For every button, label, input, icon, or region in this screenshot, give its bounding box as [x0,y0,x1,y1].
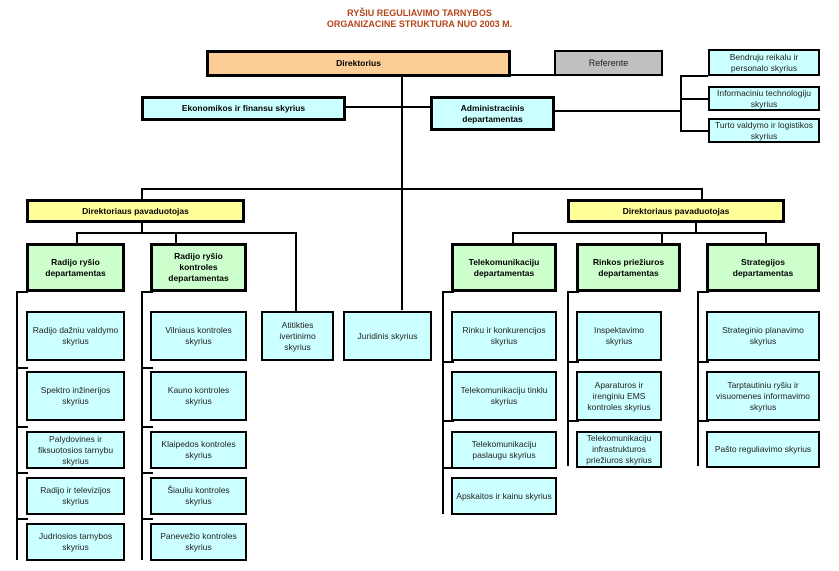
chart-title-line1: RYŠIU REGULIAVIMO TARNYBOS [347,8,492,18]
connector [76,232,297,234]
unit-box[interactable]: Radijo ir televizijos skyrius [26,477,125,515]
connector [567,291,579,293]
unit-box[interactable]: Aparaturos ir irenginiu EMS kontroles sk… [576,371,662,421]
connector [442,420,454,422]
unit-box[interactable]: Palydovines ir fiksuotosios tarnybu skyr… [26,431,125,469]
connector [697,420,709,422]
connector [442,467,454,469]
connector [141,291,153,293]
connector [442,291,454,293]
left-deputy-box[interactable]: Direktoriaus pavaduotojas [26,199,245,223]
connector [141,426,153,428]
connector [567,361,579,363]
admin-unit-box[interactable]: Turto valdymo ir logistikos skyrius [708,118,820,143]
connector [16,472,28,474]
connector [765,232,767,244]
unit-box[interactable]: Apskaitos ir kainu skyrius [451,477,557,515]
chart-title-line2: ORGANIZACINE STRUKTURA NUO 2003 M. [326,19,513,29]
department-box[interactable]: Strategijos departamentas [706,243,820,292]
connector [695,222,697,234]
connector [141,188,703,190]
unit-box[interactable]: Atitikties ivertinimo skyrius [261,311,334,361]
connector [510,74,555,76]
unit-box[interactable]: Klaipedos kontroles skyrius [150,431,247,469]
connector [567,291,569,466]
connector [442,291,444,514]
connector [141,188,143,200]
connector [697,291,709,293]
connector [697,291,699,466]
connector [697,361,709,363]
connector [701,188,703,200]
connector [567,420,579,422]
unit-box[interactable]: Rinku ir konkurencijos skyrius [451,311,557,361]
connector [141,291,143,560]
right-deputy-box[interactable]: Direktoriaus pavaduotojas [567,199,785,223]
admin-unit-box[interactable]: Informaciniu technologiju skyrius [708,86,820,111]
unit-box[interactable]: Spektro inžinerijos skyrius [26,371,125,421]
referent-box[interactable]: Referente [554,50,663,76]
connector [680,98,708,100]
connector [680,75,708,77]
connector [16,518,28,520]
connector [16,426,28,428]
department-box[interactable]: Rinkos priežiuros departamentas [576,243,681,292]
connector [141,367,153,369]
connector [680,130,708,132]
director-box[interactable]: Direktorius [206,50,511,77]
department-box[interactable]: Radijo ryšio kontroles departamentas [150,243,247,292]
connector [554,110,682,112]
department-box[interactable]: Telekomunikaciju departamentas [451,243,557,292]
unit-box[interactable]: Šiauliu kontroles skyrius [150,477,247,515]
connector [512,232,767,234]
economics-finance-box[interactable]: Ekonomikos ir finansu skyrius [141,96,346,121]
connector [442,361,454,363]
unit-box[interactable]: Judriosios tarnybos skyrius [26,523,125,561]
connector [141,518,153,520]
connector [141,472,153,474]
unit-box[interactable]: Telekomunikaciju paslaugu skyrius [451,431,557,469]
connector [16,291,18,560]
connector [344,106,432,108]
connector [680,75,682,131]
unit-box[interactable]: Telekomunikaciju tinklu skyrius [451,371,557,421]
unit-box[interactable]: Juridinis skyrius [343,311,432,361]
admin-unit-box[interactable]: Bendruju reikalu ir personalo skyrius [708,49,820,76]
unit-box[interactable]: Strateginio planavimo skyrius [706,311,820,361]
unit-box[interactable]: Kauno kontroles skyrius [150,371,247,421]
connector [76,232,78,244]
unit-box[interactable]: Radijo dažniu valdymo skyrius [26,311,125,361]
connector [16,367,28,369]
unit-box[interactable]: Pašto reguliavimo skyrius [706,431,820,468]
connector [16,291,28,293]
unit-box[interactable]: Vilniaus kontroles skyrius [150,311,247,361]
connector [661,232,663,244]
unit-box[interactable]: Tarptautiniu ryšiu ir visuomenes informa… [706,371,820,421]
connector [295,232,297,312]
unit-box[interactable]: Telekomunikaciju infrastrukturos priežiu… [576,431,662,468]
connector [512,232,514,244]
admin-department-box[interactable]: Administracinis departamentas [430,96,555,131]
connector [401,76,403,190]
unit-box[interactable]: Panevežio kontroles skyrius [150,523,247,561]
unit-box[interactable]: Inspektavimo skyrius [576,311,662,361]
connector [175,232,177,244]
connector [141,222,143,234]
department-box[interactable]: Radijo ryšio departamentas [26,243,125,292]
connector [401,190,403,310]
